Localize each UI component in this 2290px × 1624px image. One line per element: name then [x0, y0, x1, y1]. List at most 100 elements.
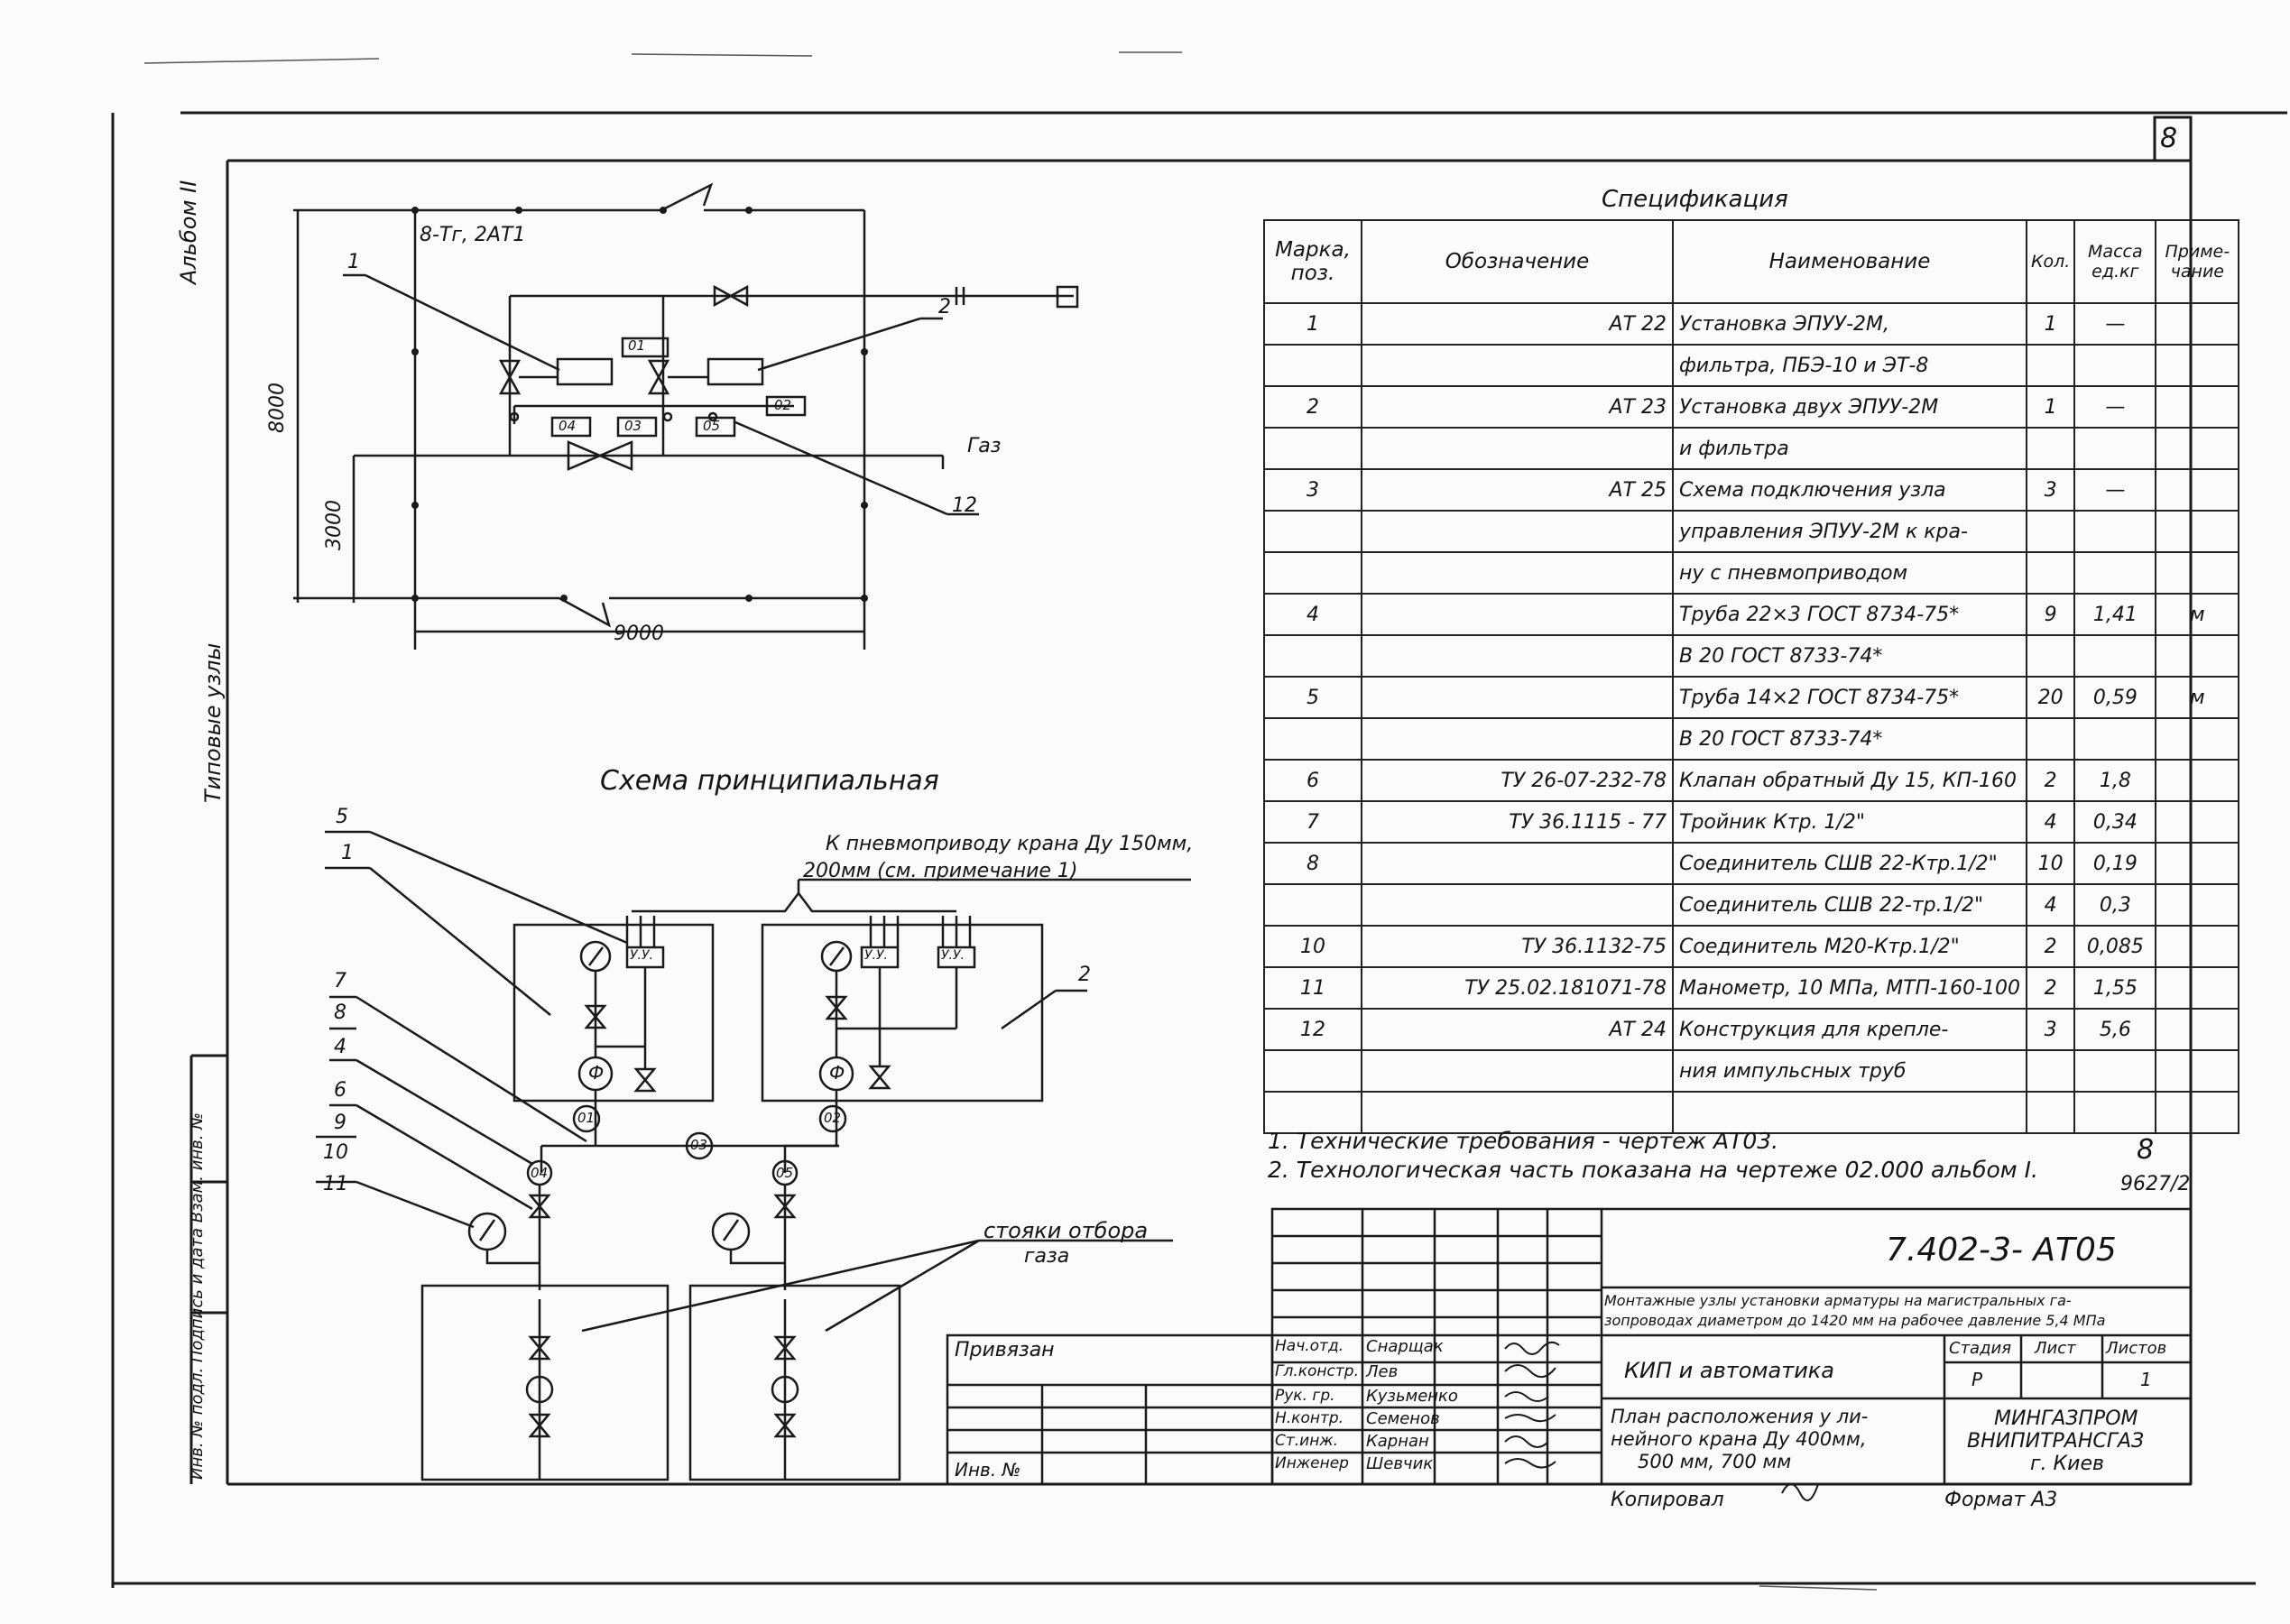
spec-cell-note	[2155, 385, 2240, 429]
spec-cell-name: Манометр, 10 МПа, МТП-160-100	[1671, 966, 2028, 1010]
spec-cell-qty	[2026, 1091, 2076, 1134]
schema-callout-5: 5	[336, 806, 348, 828]
schema-callout-9: 9	[334, 1112, 346, 1134]
stands-label-2: газа	[1024, 1245, 1070, 1268]
spec-cell-name: В 20 ГОСТ 8733-74*	[1671, 717, 2028, 761]
node-02: 02	[824, 1110, 842, 1126]
spec-cell-designation	[1361, 676, 1674, 719]
doc-desc-2: нейного крана Ду 400мм,	[1611, 1428, 1867, 1450]
node-01: 01	[577, 1110, 596, 1126]
doc-subtitle-1: Монтажные узлы установки арматуры на маг…	[1604, 1292, 2072, 1309]
spec-cell-note	[2155, 800, 2240, 844]
spec-cell-name: ну с пневмоприводом	[1671, 551, 2028, 595]
note-2: 2. Технологическая часть показана на чер…	[1268, 1157, 2038, 1183]
spec-cell-qty	[2026, 344, 2076, 387]
spec-cell-qty: 4	[2026, 800, 2076, 844]
spec-cell-qty: 3	[2026, 1008, 2076, 1051]
spec-cell-qty: 20	[2026, 676, 2076, 719]
spec-cell-mass: 0,34	[2073, 800, 2157, 844]
spec-cell-mass: —	[2073, 302, 2157, 346]
plan-label-top: 8-Тг, 2АТ1	[420, 224, 526, 246]
role-6: Инженер	[1275, 1454, 1349, 1472]
pneumo-label-2: 200мм (см. примечание 1)	[803, 860, 1078, 882]
plan-box-02: 02	[774, 397, 792, 413]
spec-row: фильтра, ПБЭ-10 и ЭТ-8	[1263, 344, 2240, 387]
spec-cell-note	[2155, 551, 2240, 595]
copied-label: Копировал	[1611, 1489, 1724, 1511]
doc-desc-3: 500 мм, 700 мм	[1638, 1451, 1792, 1472]
spec-cell-note	[2155, 344, 2240, 387]
name-6: Шевчик	[1366, 1454, 1434, 1473]
org-3: г. Киев	[2030, 1453, 2104, 1475]
spec-cell-designation	[1361, 634, 1674, 678]
spec-cell-mass: 1,8	[2073, 759, 2157, 802]
spec-cell-mark: 2	[1263, 385, 1362, 429]
spec-cell-name: Тройник Ктр. 1/2"	[1671, 800, 2028, 844]
schema-callout-10: 10	[323, 1141, 348, 1164]
signatures	[1504, 1341, 1819, 1501]
schema-title: Схема принципиальная	[600, 765, 939, 797]
name-4: Семенов	[1366, 1409, 1440, 1428]
node-05: 05	[776, 1165, 794, 1181]
spec-header-mark: Марка, поз.	[1263, 219, 1362, 304]
spec-cell-mark: 7	[1263, 800, 1362, 844]
spec-cell-qty	[2026, 551, 2076, 595]
plan-dim-width: 9000	[614, 623, 664, 645]
spec-cell-designation: АТ 25	[1361, 468, 1674, 512]
spec-cell-mark: 12	[1263, 1008, 1362, 1051]
page-number: 8	[2160, 123, 2178, 154]
plan-callout-2: 2	[938, 296, 951, 318]
spec-cell-mass: 1,41	[2073, 593, 2157, 636]
spec-cell-mass: —	[2073, 385, 2157, 429]
role-1: Нач.отд.	[1275, 1337, 1344, 1355]
spec-cell-name: Установка ЭПУУ-2М,	[1671, 302, 2028, 346]
spec-cell-qty: 4	[2026, 883, 2076, 927]
schema-callout-7: 7	[334, 970, 346, 992]
plan-dim-low: 3000	[323, 500, 346, 550]
spec-cell-mark: 4	[1263, 593, 1362, 636]
spec-cell-designation	[1361, 717, 1674, 761]
spec-cell-note	[2155, 842, 2240, 885]
spec-cell-mark	[1263, 1091, 1362, 1134]
spec-cell-note	[2155, 427, 2240, 470]
spec-cell-note	[2155, 468, 2240, 512]
scan-noise	[143, 51, 1878, 1591]
spec-cell-note	[2155, 1049, 2240, 1093]
spec-cell-name: Труба 14×2 ГОСТ 8734-75*	[1671, 676, 2028, 719]
spec-row	[1263, 1091, 2240, 1134]
spec-cell-mass: —	[2073, 468, 2157, 512]
uu-label-1: У.У.	[630, 948, 653, 963]
spec-cell-name: и фильтра	[1671, 427, 2028, 470]
spec-cell-name: Соединитель СШВ 22-тр.1/2"	[1671, 883, 2028, 927]
spec-cell-qty: 2	[2026, 759, 2076, 802]
spec-cell-note	[2155, 759, 2240, 802]
spec-cell-mark: 1	[1263, 302, 1362, 346]
spec-cell-designation	[1361, 344, 1674, 387]
spec-cell-mark: 10	[1263, 925, 1362, 968]
spec-cell-mass	[2073, 717, 2157, 761]
spec-header-designation: Обозначение	[1361, 219, 1674, 304]
spec-cell-designation: ТУ 36.1132-75	[1361, 925, 1674, 968]
spec-cell-designation: АТ 24	[1361, 1008, 1674, 1051]
spec-cell-qty	[2026, 510, 2076, 553]
spec-cell-note: м	[2155, 593, 2240, 636]
spec-header-note: Приме-чание	[2155, 219, 2240, 304]
spec-row: и фильтра	[1263, 427, 2240, 470]
spec-cell-mass: 1,55	[2073, 966, 2157, 1010]
spec-cell-qty: 10	[2026, 842, 2076, 885]
sheet-header: Лист	[2035, 1339, 2076, 1358]
privyazan-label: Привязан	[955, 1339, 1055, 1361]
spec-cell-qty	[2026, 634, 2076, 678]
spec-cell-mass: 5,6	[2073, 1008, 2157, 1051]
spec-cell-note	[2155, 717, 2240, 761]
schema-callout-6: 6	[334, 1079, 346, 1102]
spec-cell-mark	[1263, 344, 1362, 387]
spec-cell-mark	[1263, 717, 1362, 761]
spec-cell-name	[1671, 1091, 2028, 1134]
